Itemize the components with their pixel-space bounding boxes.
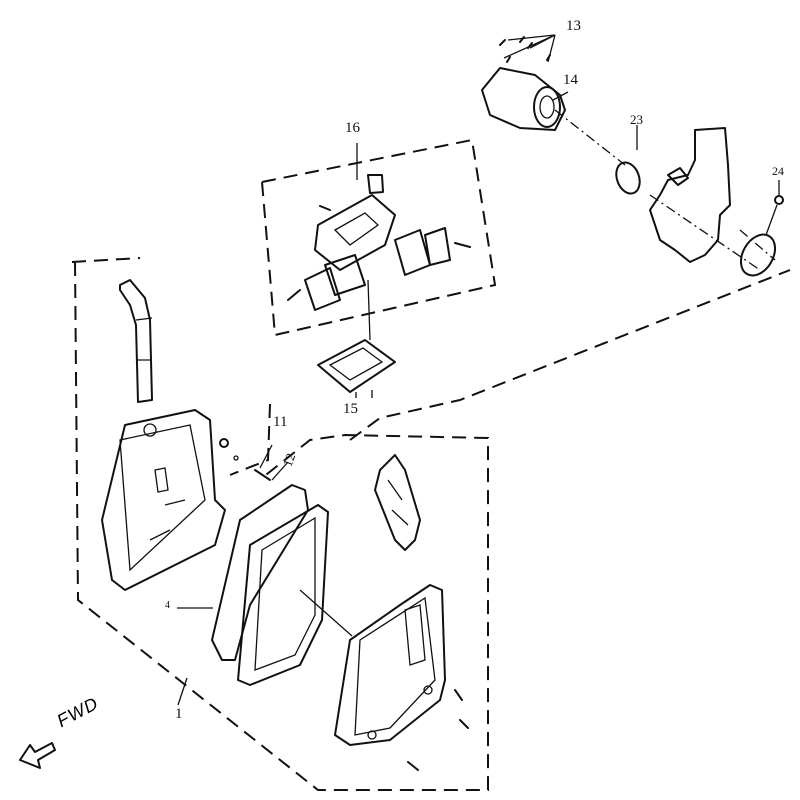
- callout-24: 24: [772, 164, 784, 178]
- callout-14: 14: [563, 72, 578, 88]
- callout-1: 1: [175, 706, 183, 722]
- leader-11-12: [259, 444, 289, 481]
- washer: [233, 455, 239, 461]
- cover-gasket: [649, 127, 731, 263]
- callout-11: 11: [273, 414, 288, 430]
- callout-13: 13: [566, 18, 581, 34]
- air-cleaner-cover: [334, 584, 469, 771]
- assembly-16-boundary: [260, 138, 497, 337]
- air-cleaner-case: [101, 409, 226, 591]
- callout-16: 16: [345, 120, 360, 136]
- center-line: [554, 109, 776, 271]
- leader-lines: [177, 143, 373, 706]
- callout-23: 23: [630, 112, 643, 127]
- reed-valve: [287, 174, 471, 311]
- intake-duct: [374, 454, 421, 551]
- o-ring: [739, 180, 784, 277]
- connector-line: [349, 269, 791, 441]
- intake-snorkel: [119, 279, 153, 403]
- hose-clamp: [615, 125, 641, 195]
- gasket-15: [317, 279, 396, 398]
- intake-manifold: [481, 34, 569, 131]
- bolt-12: [254, 469, 271, 481]
- fwd-arrow-icon: [19, 742, 56, 769]
- callout-15: 15: [343, 401, 358, 417]
- grommet: [219, 438, 229, 448]
- filter-element: [177, 484, 353, 686]
- assembly-1-boundary: [71, 257, 489, 791]
- callout-4: 4: [165, 600, 170, 611]
